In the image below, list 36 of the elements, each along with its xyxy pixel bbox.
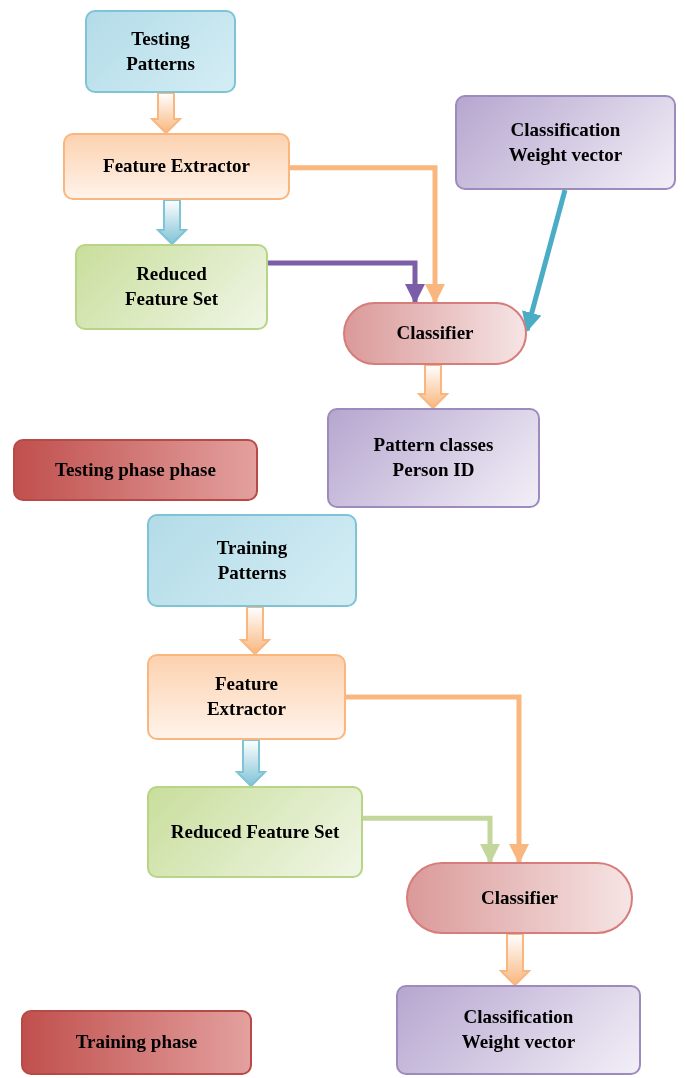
process-box: [13, 439, 258, 501]
arrow: [363, 815, 500, 864]
node-label: Classification Weight vector: [460, 1005, 577, 1054]
block-arrow: [234, 739, 268, 788]
process-box: [147, 654, 346, 740]
process-box: [147, 514, 357, 607]
node-label: Classification Weight vector: [507, 117, 624, 167]
process-box: [396, 985, 641, 1075]
block-arrow: [498, 933, 532, 987]
process-box: [63, 133, 290, 200]
node-label: Pattern classes Person ID: [372, 433, 495, 482]
block-arrow: [155, 199, 189, 246]
arrow: [346, 694, 529, 864]
process-box: [21, 1010, 252, 1075]
node-label: Classifier: [395, 321, 475, 346]
node-label: Testing phase phase: [54, 457, 217, 482]
process-box: [147, 786, 363, 878]
arrow: [290, 165, 445, 304]
process-box: [327, 408, 540, 508]
node-label: Reduced Feature Set: [169, 819, 341, 844]
node-label: Feature Extractor: [205, 672, 288, 721]
block-arrow: [238, 606, 272, 656]
node-label: Feature Extractor: [102, 154, 251, 179]
node-label: Reduced Feature Set: [123, 262, 219, 311]
block-arrow: [149, 92, 183, 135]
node-label: Classifier: [479, 885, 559, 910]
node-label: Training phase: [74, 1030, 199, 1055]
process-box: [75, 244, 268, 330]
node-label: Training Patterns: [215, 535, 289, 585]
process-box: [455, 95, 676, 190]
arrow: [268, 260, 425, 304]
block-arrow: [416, 364, 450, 410]
process-pill: [343, 302, 527, 365]
node-label: Testing Patterns: [125, 26, 196, 76]
process-box: [85, 10, 236, 93]
arrow: [522, 189, 568, 333]
